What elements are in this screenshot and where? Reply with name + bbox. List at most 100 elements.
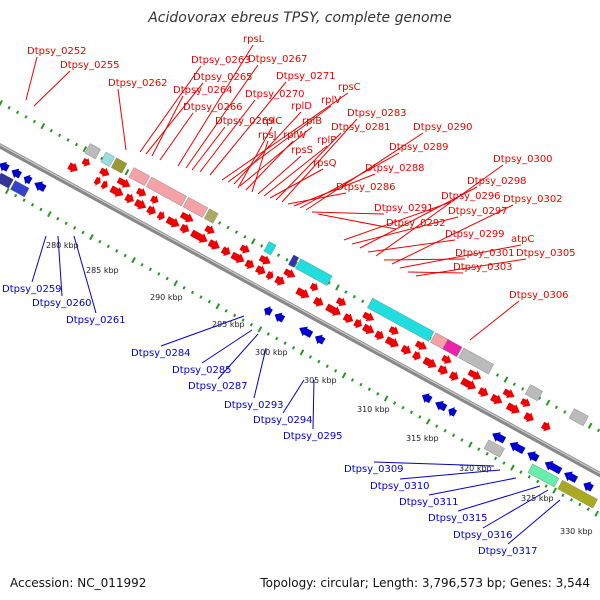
blue-gene-5-arrow <box>264 306 273 316</box>
gene-label-dtpsy-0265: Dtpsy_0265 <box>193 72 253 83</box>
outer-scale-tick <box>344 290 348 294</box>
red-gene-29-arrow <box>437 365 448 375</box>
kbp-label-300-kbp: 300 kbp <box>255 348 288 357</box>
gene-label-dtpsy-0317: Dtpsy_0317 <box>478 546 538 557</box>
leader-dtpsy-0271 <box>209 81 287 176</box>
red-gene-25 <box>384 336 399 348</box>
leader-dtpsy-0287 <box>217 333 259 380</box>
inner-scale-tick <box>443 428 447 433</box>
blue-gene-10 <box>435 401 448 412</box>
feature-box-0-body <box>84 143 101 160</box>
outer-scale-tick <box>82 146 88 153</box>
red-gene-8 <box>165 216 180 228</box>
inner-scale-tick <box>266 332 270 336</box>
reverse-feature-box-6-body <box>557 479 598 509</box>
feature-box-1 <box>100 151 115 167</box>
inner-scale-tick <box>123 253 127 258</box>
gene-label-dtpsy-0297: Dtpsy_0297 <box>448 206 508 217</box>
outer-scale-tick <box>243 234 247 239</box>
red-gene-31-arrow <box>460 377 476 390</box>
outer-scale-tick <box>250 238 256 245</box>
gene-label-rpsc: rpsC <box>338 82 361 93</box>
gene-label-rplp: rplP <box>317 135 336 146</box>
blue-gene-2 <box>11 168 22 179</box>
inner-scale-tick <box>47 210 52 218</box>
gene-label-dtpsy-0306: Dtpsy_0306 <box>509 290 569 301</box>
inner-scale-tick <box>39 207 43 212</box>
inner-scale-tick <box>451 433 456 438</box>
feature-box-2 <box>110 157 128 174</box>
red-gene-29 <box>437 365 448 375</box>
red-gene-11 <box>207 239 220 250</box>
inner-scale-tick <box>578 502 582 507</box>
inner-scale-tick <box>586 507 590 511</box>
red-gene-14-arrow <box>244 259 255 270</box>
red-gene-row2-10 <box>309 282 319 292</box>
inner-scale-tick <box>81 230 85 235</box>
outer-scale-tick <box>276 253 281 257</box>
red-gene-17 <box>274 275 285 286</box>
inner-scale-tick <box>519 470 523 475</box>
gene-label-atpc: atpC <box>511 234 534 245</box>
outer-scale-tick <box>24 115 28 119</box>
red-gene-33 <box>490 393 503 405</box>
outer-scale-tick <box>0 99 4 107</box>
red-gene-28 <box>422 356 437 369</box>
gene-label-dtpsy-0259: Dtpsy_0259 <box>2 284 62 295</box>
leader-rpsc <box>221 92 349 181</box>
inner-scale-tick <box>468 441 473 448</box>
red-gene-32 <box>477 387 489 397</box>
outer-scale-tick <box>563 410 567 414</box>
red-gene-1-arrow <box>93 176 101 186</box>
inner-scale-tick <box>140 262 144 267</box>
leader-dtpsy-0270 <box>199 99 256 173</box>
red-gene-12 <box>220 246 231 257</box>
outer-scale-tick <box>537 396 542 400</box>
red-gene-7-arrow <box>156 211 165 221</box>
gene-label-dtpsy-0255: Dtpsy_0255 <box>60 60 120 71</box>
red-gene-26-arrow <box>400 344 412 355</box>
blue-gene-5 <box>264 306 273 316</box>
gene-label-rpsl: rpsL <box>243 34 265 45</box>
red-gene-row2-7-arrow <box>239 244 250 254</box>
feature-box-6 <box>203 208 219 224</box>
red-gene-row2-13-arrow <box>388 326 399 336</box>
outer-scale-tick <box>521 387 525 391</box>
red-gene-36-arrow <box>540 421 551 432</box>
red-gene-row2-1-arrow <box>99 167 110 177</box>
inner-scale-tick <box>393 401 397 405</box>
blue-gene-11 <box>448 407 458 417</box>
gene-label-dtpsy-0301: Dtpsy_0301 <box>455 248 515 259</box>
red-gene-34 <box>505 402 520 414</box>
outer-scale-tick <box>226 225 230 230</box>
inner-scale-tick <box>257 326 263 333</box>
red-gene-row2-18 <box>520 398 531 408</box>
blue-gene-3 <box>23 174 33 185</box>
backbone-highlight <box>0 144 600 474</box>
blue-gene-13-arrow <box>509 441 526 455</box>
feature-box-3-body <box>128 167 151 186</box>
inner-scale-tick <box>527 475 531 479</box>
gene-label-dtpsy-0302: Dtpsy_0302 <box>503 194 563 205</box>
red-gene-9-arrow <box>179 223 190 234</box>
map-title: Acidovorax ebreus TPSY, complete genome <box>148 10 452 26</box>
red-gene-row2-3-arrow <box>135 187 147 197</box>
red-gene-row2-0-arrow <box>81 157 91 167</box>
gene-label-dtpsy-0288: Dtpsy_0288 <box>365 163 425 174</box>
red-gene-row2-15-arrow <box>441 354 452 364</box>
red-gene-23 <box>362 323 375 335</box>
gene-label-dtpsy-0300: Dtpsy_0300 <box>493 154 553 165</box>
inner-scale-tick <box>409 410 414 415</box>
red-gene-11-arrow <box>207 239 220 250</box>
gene-label-dtpsy-0291: Dtpsy_0291 <box>374 203 434 214</box>
leader-rplb <box>239 126 313 187</box>
feature-box-10 <box>367 297 435 342</box>
blue-gene-9 <box>422 393 433 404</box>
inner-scale-tick <box>341 372 347 379</box>
gene-label-dtpsy-0269: Dtpsy_0269 <box>215 116 275 127</box>
red-gene-7 <box>156 211 165 221</box>
feature-box-4-body <box>146 176 187 207</box>
feature-box-5 <box>182 197 208 218</box>
inner-scale-tick <box>157 272 161 276</box>
